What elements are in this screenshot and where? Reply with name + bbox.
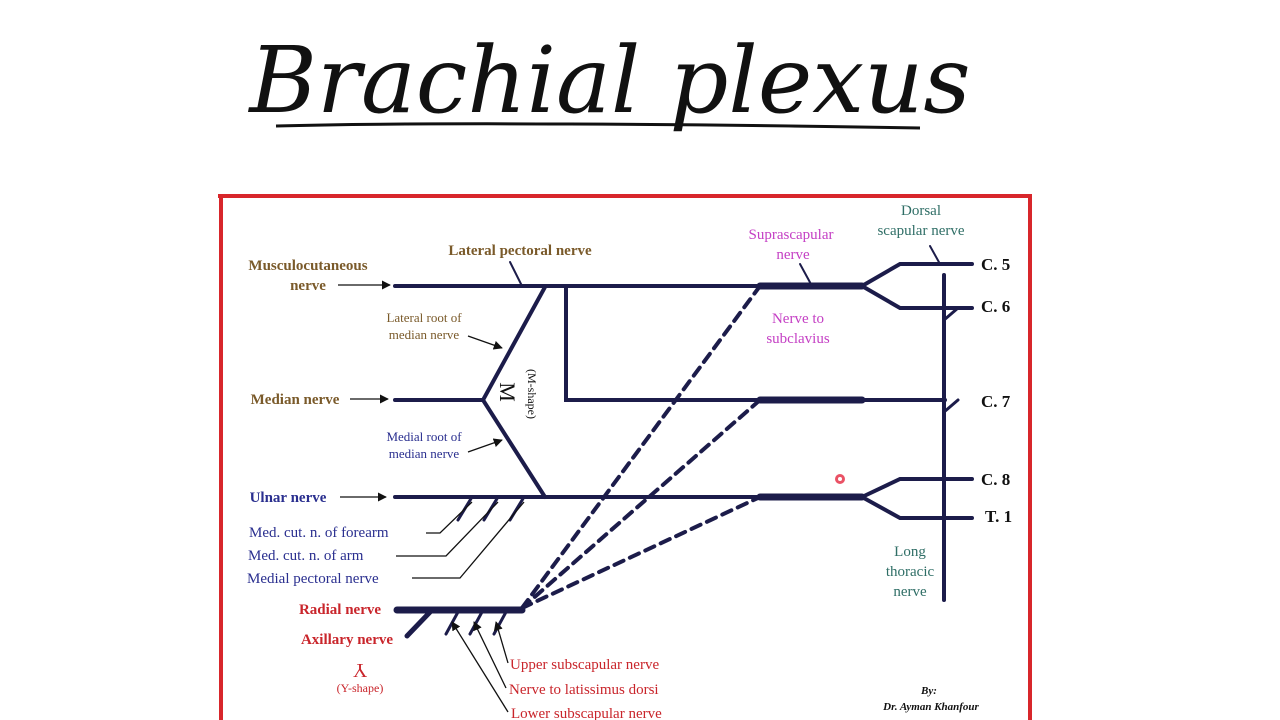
dorsal-scapular-label-1: Dorsal <box>901 203 941 219</box>
lateral-root-label-1: Lateral root of <box>386 310 462 325</box>
axillary-nerve-line <box>404 607 435 639</box>
musculocutaneous-label-1: Musculocutaneous <box>248 258 367 274</box>
med-cut-forearm-label: Med. cut. n. of forearm <box>249 525 389 541</box>
long-thoracic-label-3: nerve <box>893 584 927 600</box>
root-c8-label: C. 8 <box>981 470 1010 489</box>
root-c7-label: C. 7 <box>981 392 1011 411</box>
lower-trunk-fork <box>860 477 974 499</box>
upper-subscapular-label: Upper subscapular nerve <box>510 657 659 673</box>
medial-pectoral-label: Medial pectoral nerve <box>247 571 379 587</box>
root-c6-label: C. 6 <box>981 297 1010 316</box>
ulnar-nerve-label: Ulnar nerve <box>250 490 327 506</box>
lower-subscapular-label: Lower subscapular nerve <box>511 706 662 720</box>
lateral-pectoral-label: Lateral pectoral nerve <box>448 243 592 259</box>
suprascapular-label-1: Suprascapular <box>749 227 834 243</box>
latissimus-label: Nerve to latissimus dorsi <box>509 682 659 698</box>
medial-root-label-1: Medial root of <box>386 429 462 444</box>
lateral-root-label-2: median nerve <box>389 327 460 342</box>
author-label: Dr. Ayman Khanfour <box>882 701 979 713</box>
y-shape-label: (Y-shape) <box>337 681 384 695</box>
upper-trunk-fork <box>860 262 974 288</box>
median-nerve-label: Median nerve <box>251 392 340 408</box>
upper-trunk-fork-2 <box>860 284 974 310</box>
posterior-division-middle <box>520 398 762 610</box>
musculocutaneous-label-2: nerve <box>290 278 326 294</box>
nerve-paths <box>393 245 974 639</box>
axillary-nerve-label: Axillary nerve <box>301 632 393 648</box>
slide-title: Brachial plexus <box>247 27 970 134</box>
long-thoracic-label-1: Long <box>894 544 926 560</box>
title-underline <box>275 122 921 130</box>
diagram-frame <box>218 194 1032 720</box>
long-thoracic-label-2: thoracic <box>886 564 935 580</box>
by-label: By: <box>920 685 937 697</box>
dorsal-scapular-label-2: scapular nerve <box>877 223 964 239</box>
lower-trunk-fork-2 <box>860 495 974 520</box>
leader-arrows <box>338 280 525 713</box>
posterior-division-upper <box>520 284 762 610</box>
root-t1-label: T. 1 <box>985 507 1012 526</box>
subclavius-label-1: Nerve to <box>772 311 824 327</box>
posterior-division-lower <box>520 495 762 610</box>
m-shape-label: (M-shape) <box>525 369 539 419</box>
root-c5-label: C. 5 <box>981 255 1010 274</box>
radial-nerve-label: Radial nerve <box>299 602 381 618</box>
med-cut-arm-label: Med. cut. n. of arm <box>248 548 364 564</box>
subclavius-label-2: subclavius <box>766 331 829 347</box>
m-letter: M <box>495 382 520 402</box>
suprascapular-label-2: nerve <box>776 247 810 263</box>
medial-root-label-2: median nerve <box>389 446 460 461</box>
y-letter: Y <box>353 659 367 681</box>
